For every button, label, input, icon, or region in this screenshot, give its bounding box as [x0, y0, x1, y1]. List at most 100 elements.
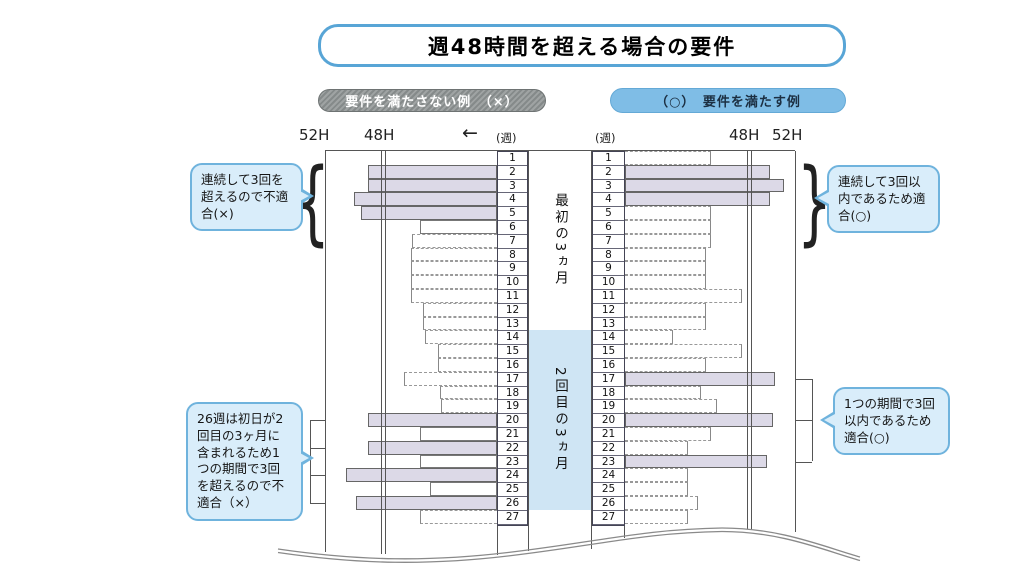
bar-left-week-9 [410, 261, 497, 276]
week-number: 19 [498, 400, 527, 415]
bar-right-week-2 [625, 164, 771, 179]
annotation-left-bottom-pointer-fill [298, 452, 309, 464]
bar-left-week-11 [410, 289, 497, 303]
bar-right-week-5 [625, 206, 711, 220]
left-52h-line [325, 151, 326, 552]
week-number: 4 [498, 193, 527, 208]
left-48h-line-inner [385, 151, 386, 554]
period2-highlight [529, 330, 591, 510]
week-number: 6 [498, 221, 527, 235]
bar-right-week-23 [625, 454, 767, 469]
bar-left-week-17 [403, 371, 497, 386]
legend-fail-pill: 要件を満たさない例 （×） [318, 89, 546, 112]
period2-label-wrap: 2回目の3ヵ月 [528, 330, 592, 510]
bar-left-week-13 [422, 316, 497, 331]
chart-top-border [325, 150, 795, 151]
right-48h-label: 48H [729, 126, 760, 144]
annotation-left-top: 連続して3回を超えるので不適合(×) [190, 163, 303, 232]
annotation-right-bottom: 1つの期間で3回以内であるため適合(○) [833, 387, 950, 456]
legend-pass-pill: （○） 要件を満たす例 [610, 88, 846, 113]
bar-left-week-7 [411, 233, 497, 248]
week-number: 5 [498, 207, 527, 221]
week-number: 8 [498, 249, 527, 263]
week-number: 3 [593, 180, 624, 194]
week-number: 26 [593, 497, 624, 511]
period-column-left-border [528, 151, 529, 551]
week-number: 24 [593, 469, 624, 484]
bar-right-week-27 [625, 509, 688, 524]
bar-left-week-8 [410, 247, 497, 262]
week-number: 21 [498, 428, 527, 442]
week-number: 7 [498, 235, 527, 249]
week-number: 11 [593, 290, 624, 304]
bar-right-week-17 [625, 371, 775, 386]
bar-left-week-24 [346, 468, 497, 483]
title-box: 週48時間を超える場合の要件 [318, 24, 846, 67]
bar-left-week-5 [360, 206, 497, 220]
week-number: 6 [593, 221, 624, 235]
left-48h-line [381, 151, 382, 554]
annotation-right-bottom-pointer-fill [824, 414, 835, 426]
page-title: 週48時間を超える場合の要件 [427, 34, 737, 59]
week-number: 2 [593, 166, 624, 180]
bar-left-week-14 [425, 330, 497, 345]
week-number: 13 [498, 318, 527, 332]
week-number: 3 [498, 180, 527, 194]
bar-left-week-21 [420, 427, 497, 441]
left-48h-label: 48H [364, 126, 395, 144]
week-number: 13 [593, 318, 624, 332]
period-column-right-border [591, 151, 592, 549]
period1-label: 最初の3ヵ月 [552, 193, 568, 288]
bar-right-week-22 [625, 440, 688, 455]
period2-label: 2回目の3ヵ月 [552, 367, 568, 473]
week-number: 12 [593, 304, 624, 318]
annotation-right-bottom-text: 1つの期間で3回以内であるため適合(○) [844, 396, 935, 445]
bar-left-week-19 [440, 399, 497, 414]
week-number: 2 [498, 166, 527, 180]
right-52h-label: 52H [772, 126, 803, 144]
week-number: 25 [593, 483, 624, 497]
legend-fail-label: 要件を満たさない例 （×） [345, 95, 519, 110]
bar-left-week-12 [422, 302, 497, 317]
right-week-axis-label: (週) [595, 131, 616, 145]
bar-left-week-20 [367, 413, 497, 427]
bar-left-week-26 [356, 496, 497, 510]
week-number: 14 [593, 331, 624, 346]
week-number: 23 [498, 456, 527, 470]
bar-right-week-12 [625, 302, 706, 317]
annotation-left-bottom: 26週は初日が2回目の3ヶ月に含まれるため1つの期間で3回を超えるので不適合（×… [186, 402, 303, 521]
bar-right-week-14 [625, 330, 674, 345]
annotation-right-top: 連続して3回以内であるため適合(○) [827, 165, 940, 234]
week-number: 7 [593, 235, 624, 249]
annotation-left-bottom-text: 26週は初日が2回目の3ヶ月に含まれるため1つの期間で3回を超えるので不適合（×… [197, 411, 285, 510]
bracket-left-rung [310, 475, 326, 477]
week-number: 15 [593, 345, 624, 359]
bar-right-week-19 [625, 399, 718, 414]
week-number: 10 [498, 276, 527, 290]
bracket-right-rung [795, 378, 812, 380]
bracket-right-rung [795, 420, 812, 422]
bracket-left-rung [310, 502, 326, 504]
week-number: 18 [593, 387, 624, 401]
bracket-right-rung [795, 461, 812, 463]
week-number: 16 [498, 359, 527, 373]
bar-right-week-26 [625, 496, 698, 510]
bracket-right-spine [812, 378, 813, 462]
left-week-axis-label: (週) [496, 131, 517, 145]
annotation-right-top-pointer-fill [818, 192, 829, 204]
week-number: 17 [593, 373, 624, 387]
week-number: 5 [593, 207, 624, 221]
week-number: 12 [498, 304, 527, 318]
period1-label-wrap: 最初の3ヵ月 [528, 151, 592, 330]
bar-right-week-21 [625, 427, 711, 441]
week-number: 9 [498, 262, 527, 277]
bar-right-week-16 [625, 358, 706, 372]
week-number: 27 [498, 511, 527, 525]
week-number: 1 [593, 152, 624, 166]
week-number: 21 [593, 428, 624, 442]
legend-pass-label: （○） 要件を満たす例 [655, 95, 801, 110]
week-number: 8 [593, 249, 624, 263]
week-number: 25 [498, 483, 527, 497]
